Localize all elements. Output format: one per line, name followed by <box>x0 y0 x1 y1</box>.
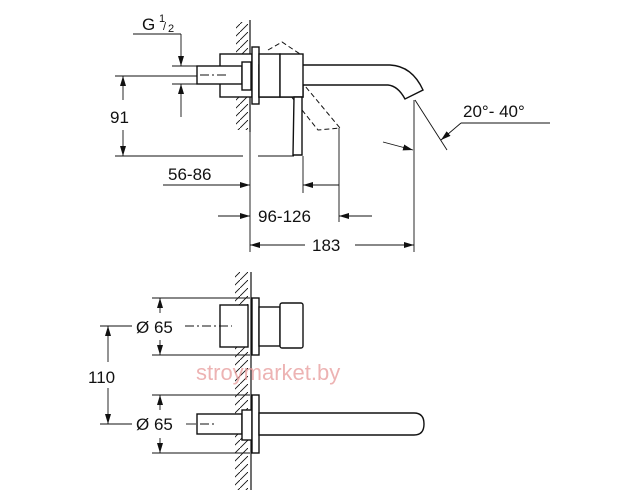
svg-text:Ø 65: Ø 65 <box>136 415 173 434</box>
angle-dimension: 20°- 40° <box>382 99 550 151</box>
spout-flange <box>251 394 260 454</box>
height-dimension: 91 <box>110 75 294 157</box>
svg-text:20°- 40°: 20°- 40° <box>463 102 525 121</box>
spout-length-dimension: 183 <box>250 236 414 255</box>
handle-knob <box>279 302 304 349</box>
svg-text:2: 2 <box>168 23 174 35</box>
spacing-dimension: 110 <box>88 325 132 425</box>
diameter-dimension-bottom: Ø 65 <box>136 394 250 454</box>
svg-text:/: / <box>163 21 167 33</box>
svg-text:Ø 65: Ø 65 <box>136 318 173 337</box>
side-view: G 1 / 2 91 56-86 <box>110 13 550 255</box>
spout-plate <box>241 409 253 441</box>
handle-collar <box>258 306 281 347</box>
svg-text:1: 1 <box>159 13 165 25</box>
dim-91: 91 <box>110 108 129 127</box>
svg-text:96-126: 96-126 <box>258 207 311 226</box>
handle-flange <box>251 297 260 356</box>
svg-text:183: 183 <box>312 236 340 255</box>
handle-hub <box>279 53 304 98</box>
svg-text:110: 110 <box>88 368 115 387</box>
thread-label: G <box>142 15 155 34</box>
inner-plate <box>241 61 252 91</box>
wall-depth-dimension: 56-86 <box>163 165 339 188</box>
watermark: stroymarket.by <box>196 360 340 385</box>
handle-lever <box>292 96 303 156</box>
spout-collar <box>258 53 281 98</box>
wall-flange <box>251 46 260 105</box>
front-view: Ø 65 110 Ø 65 <box>88 272 425 490</box>
spout-top <box>258 412 425 436</box>
diameter-dimension-top: Ø 65 <box>136 297 250 356</box>
thread-dimension: G 1 / 2 <box>133 13 197 117</box>
svg-text:56-86: 56-86 <box>168 165 211 184</box>
handle-dimension: 96-126 <box>218 207 372 226</box>
